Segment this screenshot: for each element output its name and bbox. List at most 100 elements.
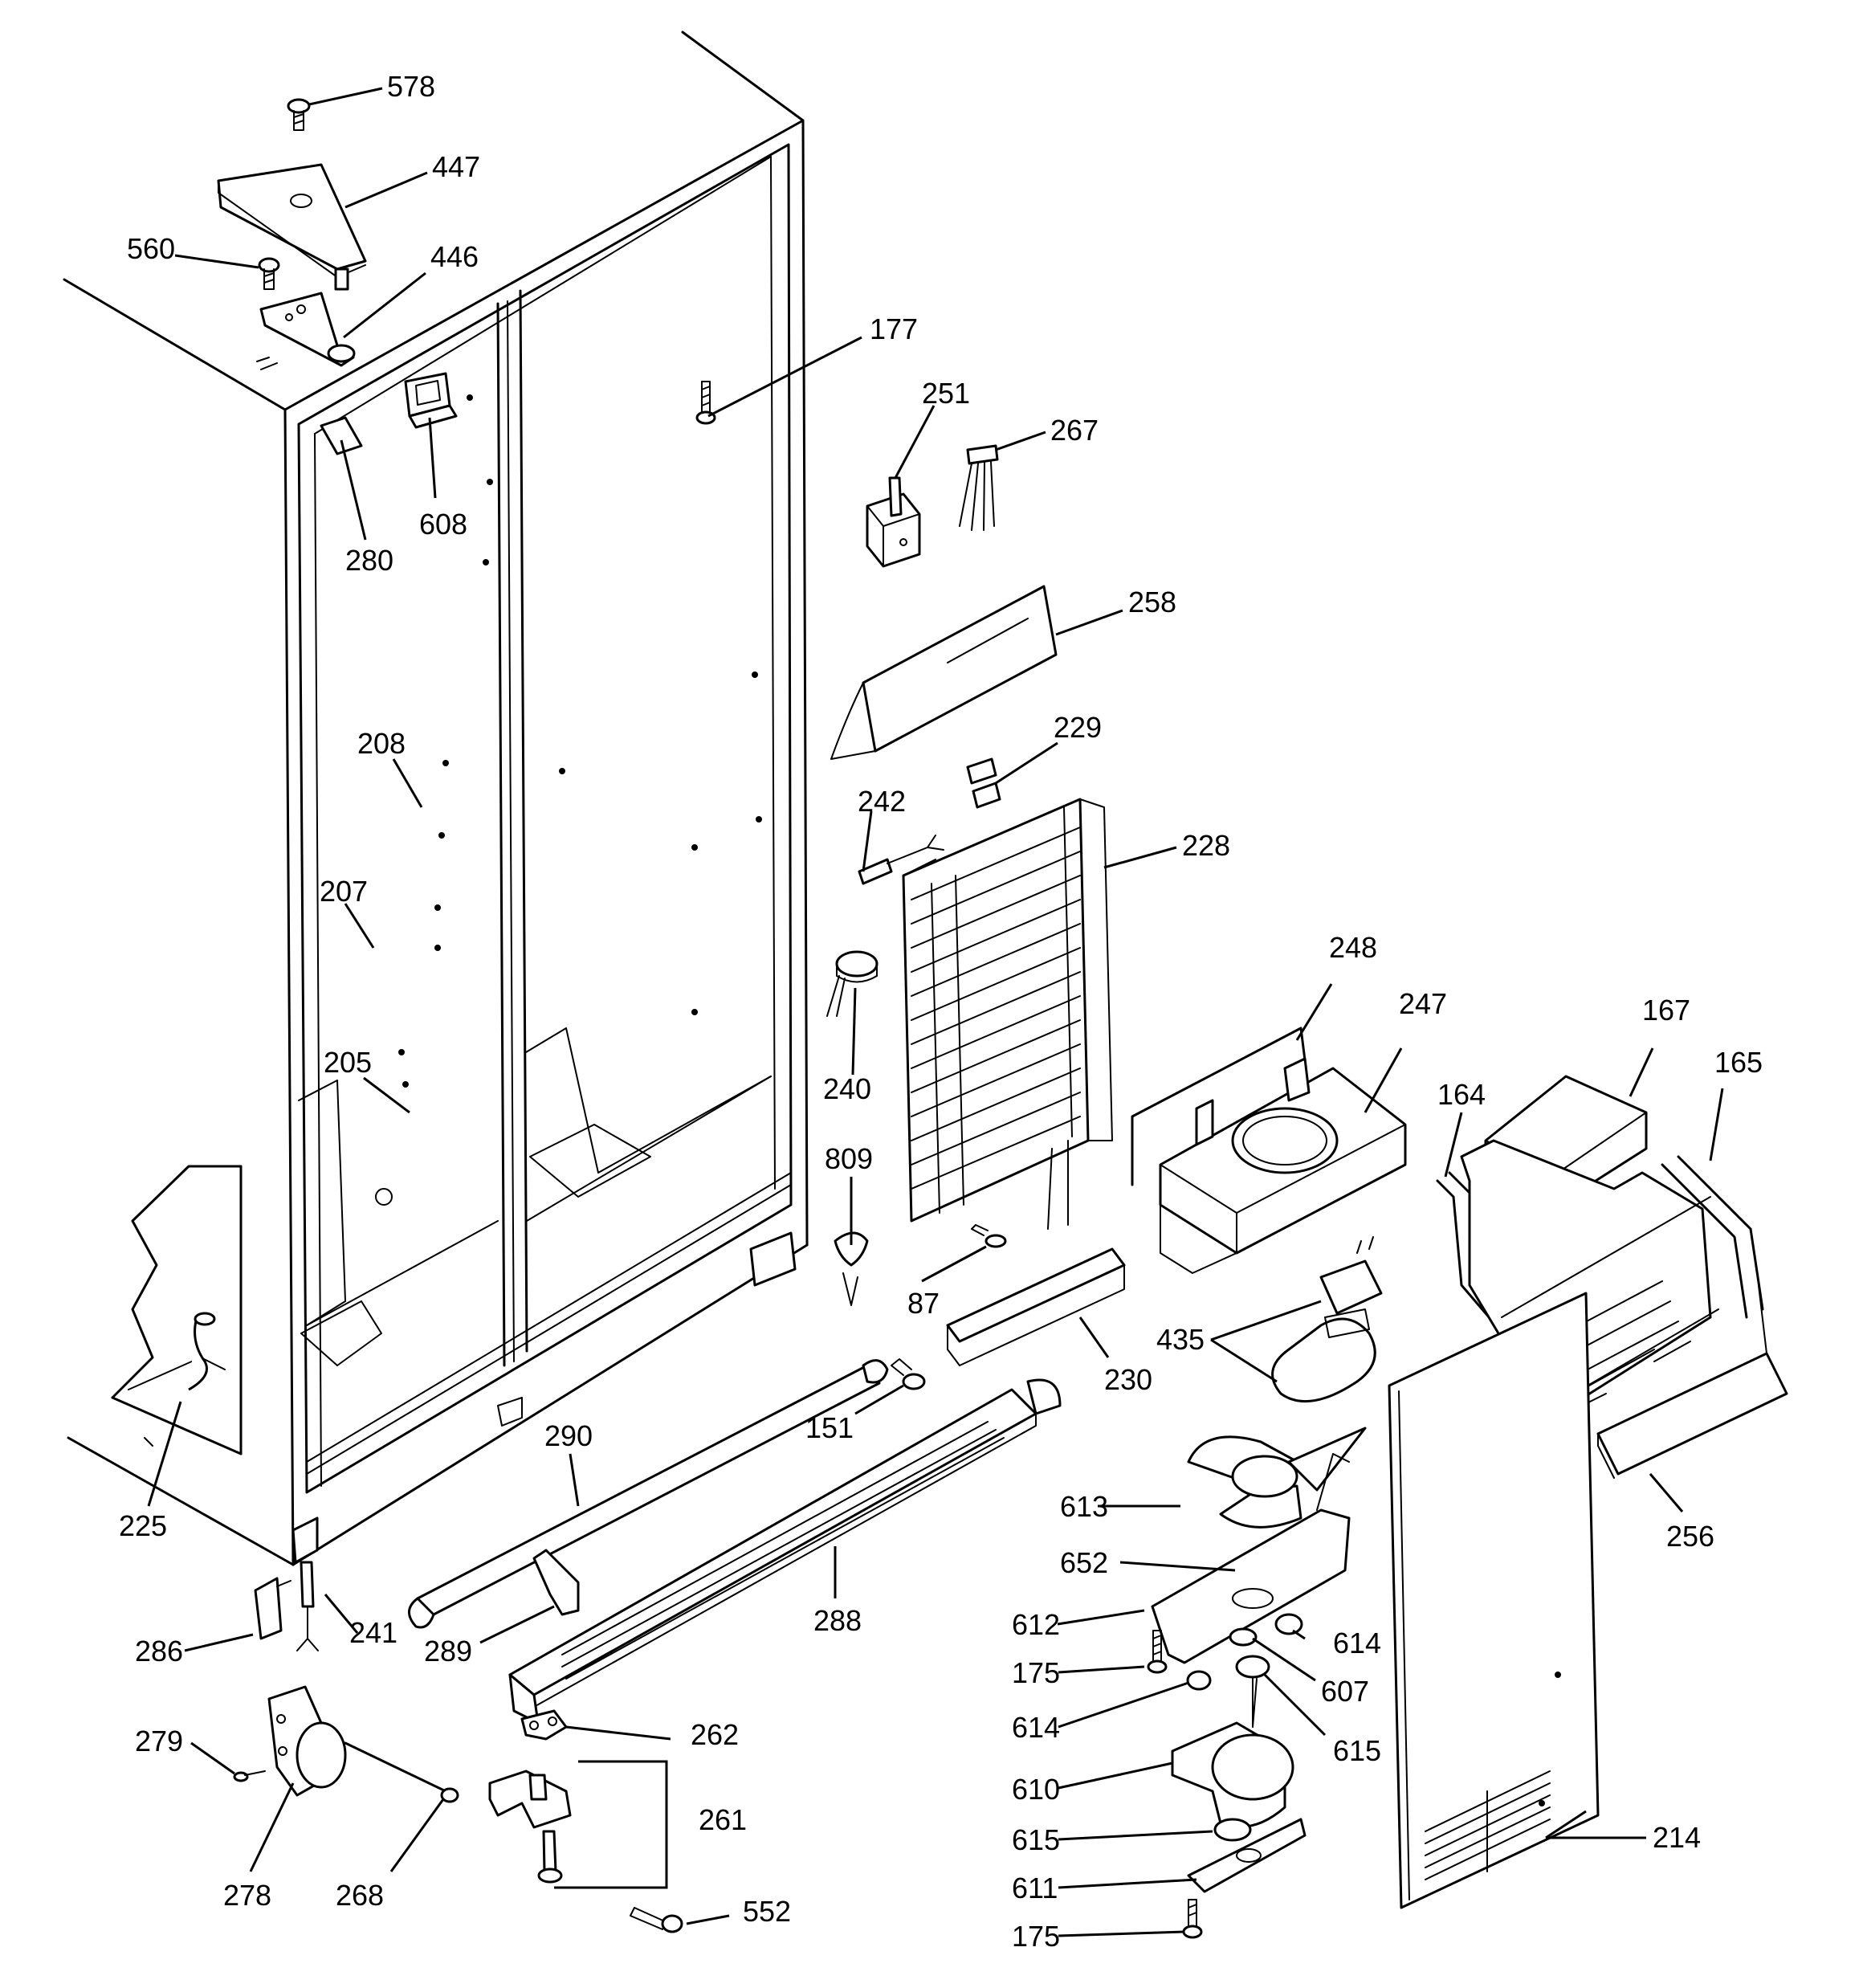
evaporator-cover-258 bbox=[830, 585, 1058, 760]
label-251: 251 bbox=[922, 377, 970, 410]
label-286: 286 bbox=[135, 1635, 183, 1668]
label-258: 258 bbox=[1128, 586, 1176, 618]
label-552: 552 bbox=[743, 1895, 791, 1928]
label-214: 214 bbox=[1653, 1821, 1701, 1854]
label-435: 435 bbox=[1156, 1323, 1205, 1356]
label-612: 612 bbox=[1012, 1608, 1060, 1641]
leader-lines bbox=[147, 87, 1724, 1937]
screw-151 bbox=[891, 1358, 926, 1390]
label-288: 288 bbox=[813, 1604, 862, 1637]
clip-286 bbox=[254, 1577, 291, 1640]
screw-552 bbox=[630, 1907, 683, 1933]
light-socket-435 bbox=[1319, 1236, 1383, 1315]
label-240: 240 bbox=[823, 1072, 871, 1105]
evaporator-fins bbox=[911, 827, 1081, 1190]
defrost-thermostat-240 bbox=[826, 950, 879, 1017]
label-230: 230 bbox=[1104, 1363, 1152, 1396]
clip-809 bbox=[834, 1231, 869, 1306]
light-bulb-435 bbox=[1271, 1308, 1376, 1403]
label-652: 652 bbox=[1060, 1546, 1108, 1579]
label-242: 242 bbox=[858, 785, 906, 818]
label-175-lower: 175 bbox=[1012, 1920, 1060, 1953]
bracket-289 bbox=[532, 1549, 580, 1616]
label-607: 607 bbox=[1321, 1675, 1369, 1708]
label-262: 262 bbox=[691, 1718, 739, 1751]
screw-175-lower bbox=[1182, 1899, 1203, 1939]
hinge-cover-447 bbox=[217, 163, 367, 291]
label-278: 278 bbox=[223, 1879, 271, 1912]
label-267: 267 bbox=[1050, 414, 1099, 447]
bracket-256 bbox=[1596, 1284, 1788, 1479]
refrigerator-cabinet bbox=[63, 31, 809, 1566]
hinge-262 bbox=[520, 1709, 568, 1741]
label-87: 87 bbox=[907, 1287, 940, 1320]
sensor-242 bbox=[858, 835, 944, 885]
label-279: 279 bbox=[135, 1725, 183, 1757]
bracket-line-261 bbox=[554, 1760, 668, 1889]
screw-177 bbox=[695, 381, 716, 425]
label-164: 164 bbox=[1437, 1078, 1486, 1111]
pin-279 bbox=[233, 1770, 266, 1782]
hinge-screw-578 bbox=[287, 98, 311, 131]
label-167: 167 bbox=[1642, 994, 1690, 1027]
label-261: 261 bbox=[699, 1803, 747, 1836]
wire-harness-267 bbox=[959, 444, 999, 531]
evaporator-228 bbox=[902, 798, 1113, 1230]
label-615-lower: 615 bbox=[1012, 1823, 1060, 1856]
hinge-screw-560 bbox=[258, 257, 280, 290]
label-165: 165 bbox=[1714, 1046, 1763, 1079]
label-290: 290 bbox=[544, 1419, 593, 1452]
pin-241 bbox=[296, 1561, 319, 1651]
switch-608 bbox=[404, 372, 458, 429]
label-560: 560 bbox=[127, 232, 175, 265]
top-hinge-446 bbox=[259, 292, 356, 367]
cabinet-mounting-holes bbox=[398, 394, 762, 1088]
label-289: 289 bbox=[424, 1635, 472, 1668]
fan-bracket-612 bbox=[1151, 1453, 1351, 1664]
fan-blade-613 bbox=[1187, 1427, 1367, 1529]
fan-motor-610 bbox=[1171, 1678, 1294, 1828]
label-256: 256 bbox=[1666, 1520, 1714, 1553]
wire-248 bbox=[1131, 1027, 1307, 1186]
block-251 bbox=[866, 476, 921, 568]
label-610: 610 bbox=[1012, 1773, 1060, 1806]
rod-290 bbox=[408, 1359, 889, 1629]
label-614-right: 614 bbox=[1333, 1627, 1381, 1659]
bottom-hinge-261 bbox=[488, 1770, 572, 1884]
label-207: 207 bbox=[320, 875, 368, 908]
nut-614-left bbox=[1186, 1670, 1212, 1691]
label-205: 205 bbox=[324, 1046, 372, 1079]
fan-housing-247 bbox=[1159, 1057, 1407, 1274]
label-228: 228 bbox=[1182, 829, 1230, 862]
label-208: 208 bbox=[357, 727, 406, 760]
washer-607 bbox=[1229, 1627, 1258, 1647]
label-611: 611 bbox=[1012, 1872, 1058, 1904]
label-248: 248 bbox=[1329, 931, 1377, 964]
label-177: 177 bbox=[870, 312, 918, 345]
rod-268 bbox=[344, 1741, 459, 1803]
back-panel-vents bbox=[1425, 1770, 1551, 1880]
label-447: 447 bbox=[432, 150, 480, 183]
label-229: 229 bbox=[1054, 711, 1102, 744]
closer-278 bbox=[267, 1685, 347, 1797]
label-241: 241 bbox=[349, 1616, 397, 1649]
label-268: 268 bbox=[336, 1879, 384, 1912]
back-panel-214 bbox=[1388, 1292, 1600, 1909]
drain-tube-225 bbox=[144, 1437, 153, 1447]
screw-175-upper bbox=[1147, 1630, 1168, 1674]
label-446: 446 bbox=[430, 240, 479, 273]
label-614-left: 614 bbox=[1012, 1711, 1060, 1744]
nut-614-right bbox=[1274, 1613, 1303, 1635]
label-175-upper: 175 bbox=[1012, 1656, 1060, 1689]
seal-165 bbox=[1661, 1155, 1764, 1319]
tape-280 bbox=[320, 416, 363, 455]
label-151: 151 bbox=[805, 1411, 854, 1444]
label-225: 225 bbox=[119, 1509, 167, 1542]
label-613: 613 bbox=[1060, 1490, 1108, 1523]
grommet-615-lower bbox=[1213, 1818, 1252, 1842]
grommet-615-upper bbox=[1235, 1655, 1270, 1728]
callout-labels: 578 447 560 446 177 251 267 280 608 258 … bbox=[119, 70, 1763, 1953]
label-809: 809 bbox=[825, 1142, 873, 1175]
clip-229 bbox=[966, 757, 1001, 809]
